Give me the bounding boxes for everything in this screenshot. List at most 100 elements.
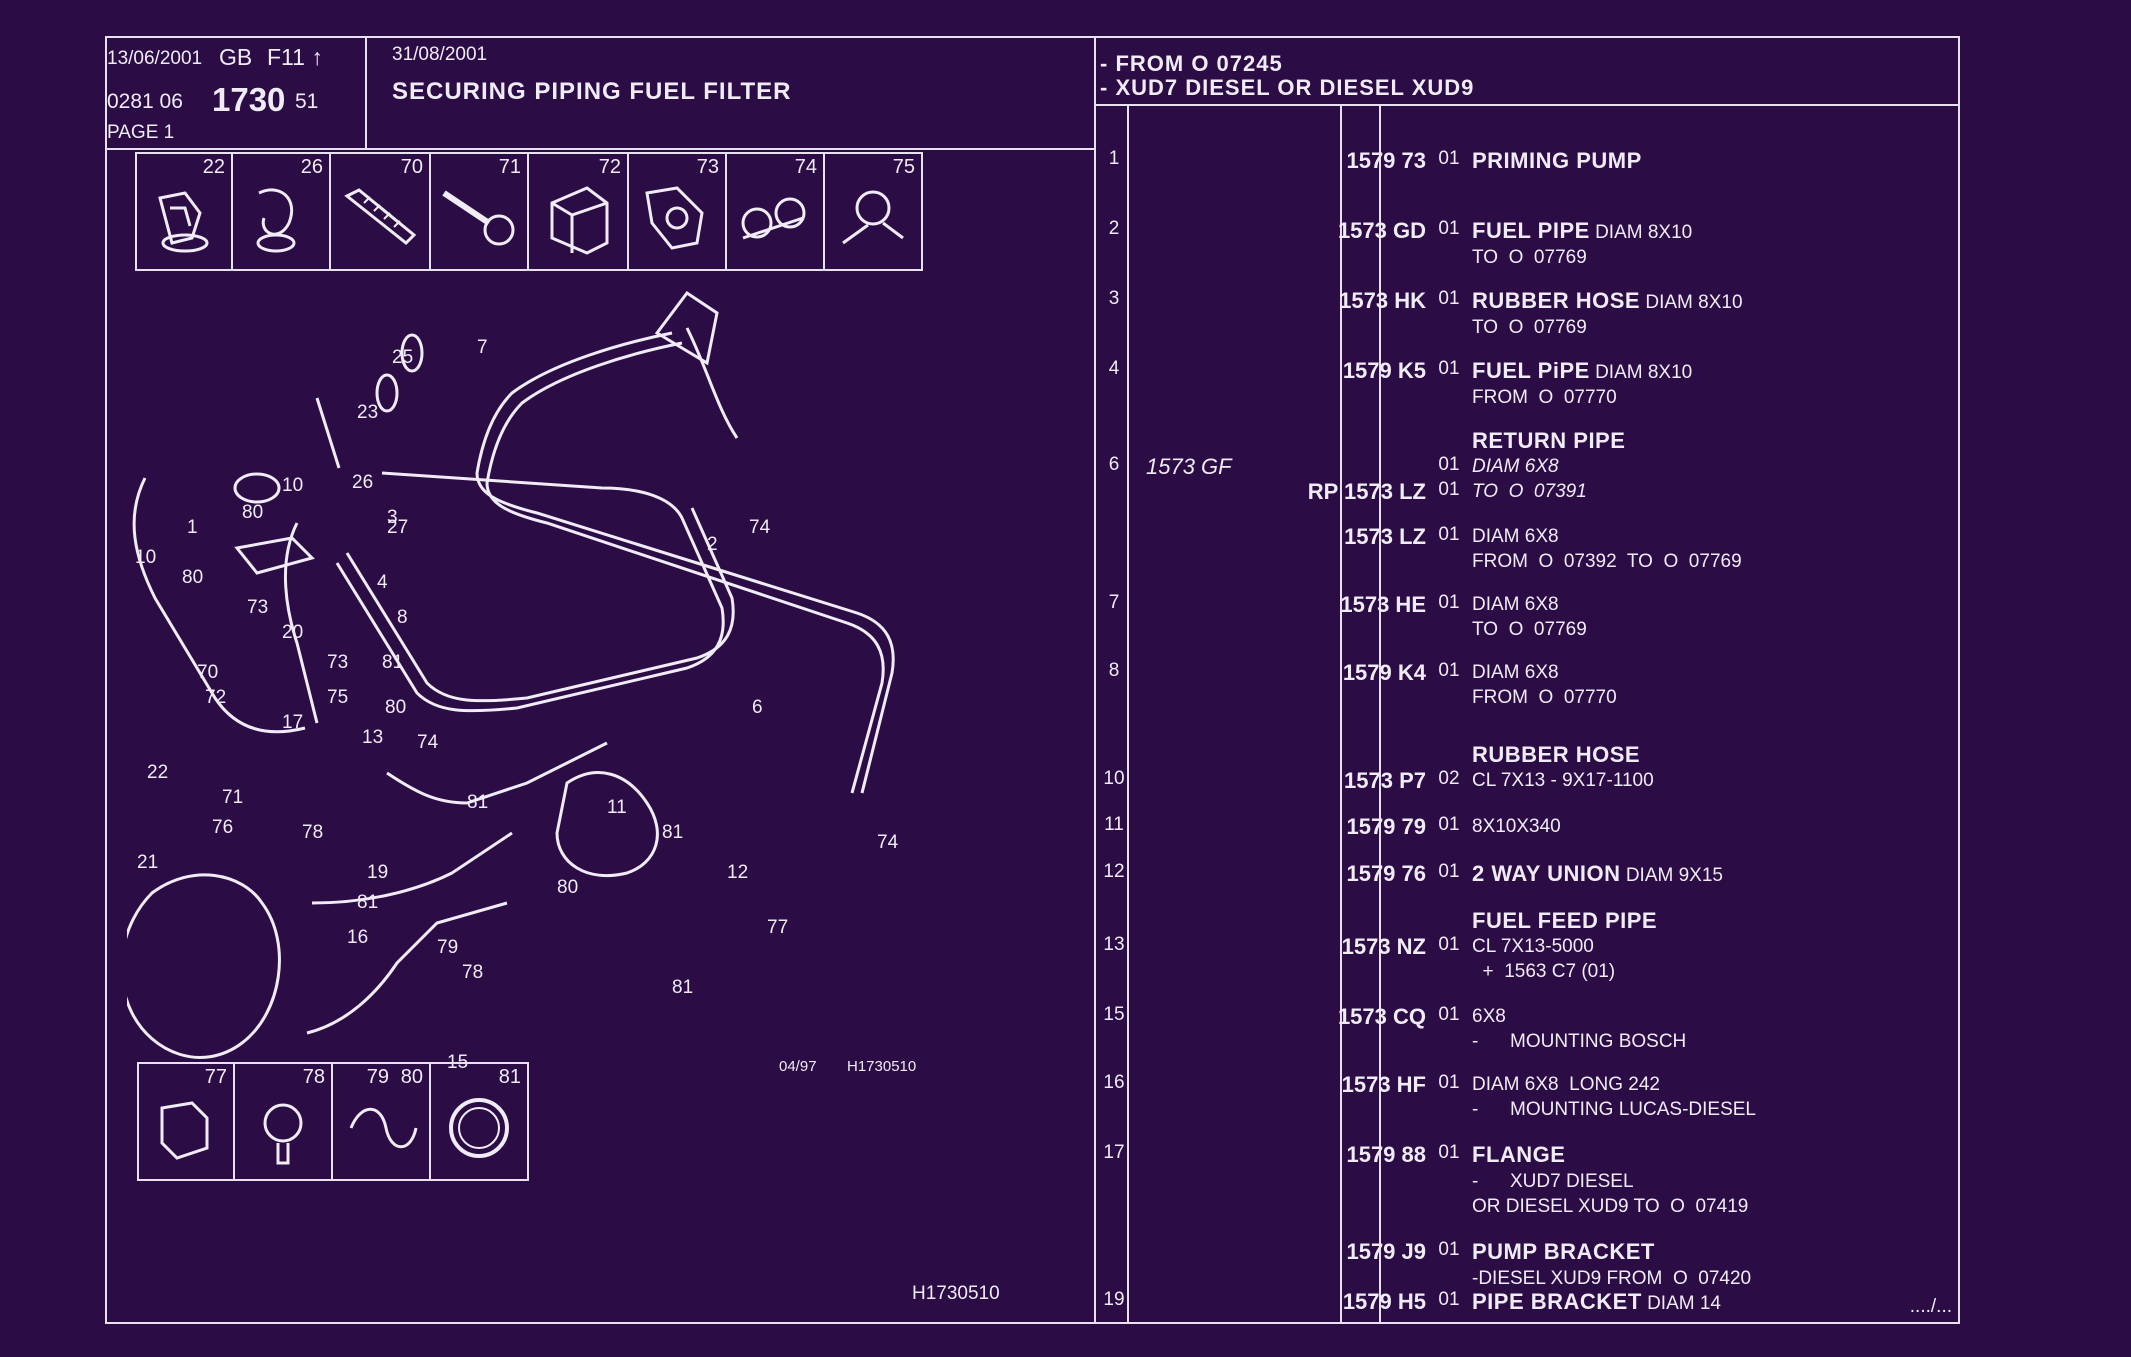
svg-text:11: 11 [607,797,627,818]
header-plate: 1730 [212,81,286,118]
applicability: - FROM O 07245 - XUD7 DIESEL OR DIESEL X… [1100,51,1475,100]
svg-text:76: 76 [212,817,233,838]
svg-text:20: 20 [282,622,303,643]
header-date2: 31/08/2001 [392,44,488,65]
header-code: F11 ↑ [267,44,323,70]
svg-text:79: 79 [437,937,458,958]
svg-text:1: 1 [187,517,198,538]
icon-cell: 78 [235,1064,333,1179]
pipe-clip-icon [842,190,904,245]
svg-text:81: 81 [672,977,693,998]
exploded-diagram: 25 7 23 26 10 80 3 27 1 4 2 74 10 80 73 … [127,290,916,1075]
icon-cell: 70 [331,154,431,269]
parts-sheet: 13/06/2001 GB F11 ↑ 0281 06 1730 51 PAGE… [105,36,1960,1324]
top-icon-strip: 22 26 70 71 72 73 74 75 [135,152,923,271]
svg-text:17: 17 [282,712,303,733]
svg-text:22: 22 [147,762,168,783]
svg-text:74: 74 [417,732,439,753]
svg-text:12: 12 [727,862,748,883]
svg-text:13: 13 [362,727,383,748]
svg-text:77: 77 [767,917,788,938]
svg-text:7: 7 [477,337,488,358]
list-item: RETURN PIPE [1472,428,1626,453]
svg-text:72: 72 [205,687,226,708]
hose-clip-icon [256,188,296,253]
bolt-icon [344,188,417,246]
svg-text:74: 74 [877,832,899,853]
svg-text:23: 23 [357,402,378,423]
svg-text:6: 6 [752,697,763,718]
icon-cell: 75 [825,154,921,269]
svg-text:3: 3 [387,507,398,528]
svg-text:10: 10 [135,547,156,568]
svg-text:73: 73 [247,597,268,618]
svg-text:81: 81 [467,792,488,813]
hose-clamp-icon [449,1098,509,1158]
header-group: 0281 06 [107,90,183,113]
svg-text:75: 75 [327,687,348,708]
svg-text:4: 4 [377,572,388,593]
svg-text:80: 80 [182,567,203,588]
svg-text:78: 78 [302,822,323,843]
screw-icon [442,190,515,246]
double-clip-icon [741,197,806,240]
svg-text:71: 71 [222,787,243,808]
list-item: FUEL FEED PIPE [1472,908,1658,933]
clip-pair-icon [349,1107,418,1149]
clip-icon [158,191,209,253]
svg-text:81: 81 [662,822,683,843]
svg-text:19: 19 [367,862,388,883]
header-page: PAGE 1 [107,122,175,143]
svg-text:27: 27 [387,517,408,538]
fitting-icon [263,1103,303,1165]
svg-text:8: 8 [397,607,408,628]
continue-marker: ..../... [1909,1296,1952,1317]
svg-text:26: 26 [352,472,373,493]
svg-text:21: 21 [137,852,158,873]
diagram-code: H1730510 [912,1283,1000,1304]
svg-text:80: 80 [242,502,263,523]
svg-text:25: 25 [392,347,413,368]
diagram-ref-box: 04/97 [779,1058,817,1075]
svg-text:80: 80 [385,697,406,718]
clamp-icon [645,186,704,250]
svg-text:16: 16 [347,927,368,948]
svg-text:70: 70 [197,662,218,683]
svg-text:81: 81 [357,892,378,913]
svg-text:81: 81 [382,652,403,673]
list-item: RUBBER HOSE [1472,742,1641,767]
header-lang: GB [219,44,253,70]
icon-cell: 73 [629,154,727,269]
icon-cell: 71 [431,154,529,269]
icon-cell: 81 [431,1064,527,1179]
icon-cell: 74 [727,154,825,269]
header-date: 13/06/2001 [107,48,203,69]
diagram-code-small: H1730510 [847,1058,916,1075]
page-title: SECURING PIPING FUEL FILTER [392,78,792,105]
svg-text:10: 10 [282,475,303,496]
icon-cell: 72 [529,154,629,269]
icon-cell: 77 [139,1064,235,1179]
svg-text:78: 78 [462,962,483,983]
svg-text:2: 2 [707,534,718,555]
